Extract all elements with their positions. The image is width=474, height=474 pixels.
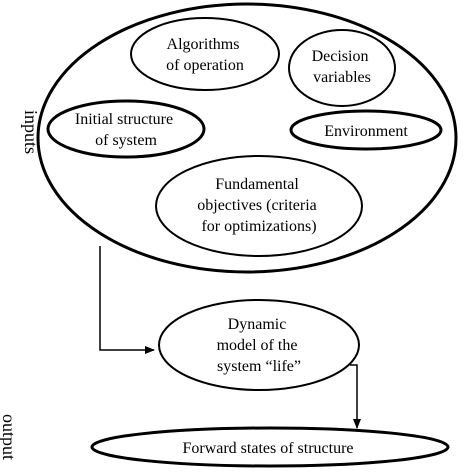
dynamic-line-1: Dynamic bbox=[228, 316, 287, 333]
dynamic-model-node-text: Dynamic model of the system “life” bbox=[217, 316, 302, 375]
forward-line-1: Forward states of structure bbox=[182, 440, 353, 457]
arrow-dynamic-to-forward bbox=[350, 364, 361, 429]
fundamental-line-1: Fundamental bbox=[215, 176, 299, 193]
decision-line-2: variables bbox=[313, 69, 371, 86]
initial-line-1: Initial structure bbox=[75, 111, 173, 128]
algorithms-node-text: Algorithms of operation bbox=[166, 36, 244, 74]
algorithms-line-1: Algorithms bbox=[167, 36, 240, 53]
inputs-container-ellipse bbox=[36, 2, 458, 274]
forward-states-node-ellipse bbox=[90, 426, 450, 468]
initial-line-2: of system bbox=[95, 132, 157, 149]
algorithms-line-2: of operation bbox=[166, 57, 244, 74]
initial-structure-node-ellipse bbox=[46, 99, 206, 159]
decision-line-1: Decision bbox=[312, 48, 369, 65]
algorithms-node-ellipse bbox=[130, 17, 280, 91]
arrow-inputs-to-dynamic bbox=[99, 246, 155, 354]
fundamental-line-2: objectives (criteria bbox=[197, 197, 317, 214]
dynamic-line-2: model of the bbox=[217, 337, 298, 354]
fundamental-node-text: Fundamental objectives (criteria for opt… bbox=[197, 176, 321, 235]
dynamic-model-node-ellipse bbox=[158, 299, 360, 391]
fundamental-line-3: for optimizations) bbox=[201, 218, 316, 235]
output-side-label: output bbox=[0, 414, 19, 460]
initial-structure-node-text: Initial structure of system bbox=[75, 111, 177, 149]
inputs-side-label: inputs bbox=[21, 110, 41, 154]
decision-node-ellipse bbox=[288, 29, 396, 107]
environment-node-ellipse bbox=[289, 109, 443, 151]
forward-states-node-text: Forward states of structure bbox=[182, 440, 353, 457]
decision-node-text: Decision variables bbox=[312, 48, 373, 86]
environment-line-1: Environment bbox=[324, 123, 408, 140]
dynamic-line-3: system “life” bbox=[217, 358, 301, 375]
environment-node-text: Environment bbox=[324, 123, 408, 140]
fundamental-node-ellipse bbox=[155, 155, 363, 257]
